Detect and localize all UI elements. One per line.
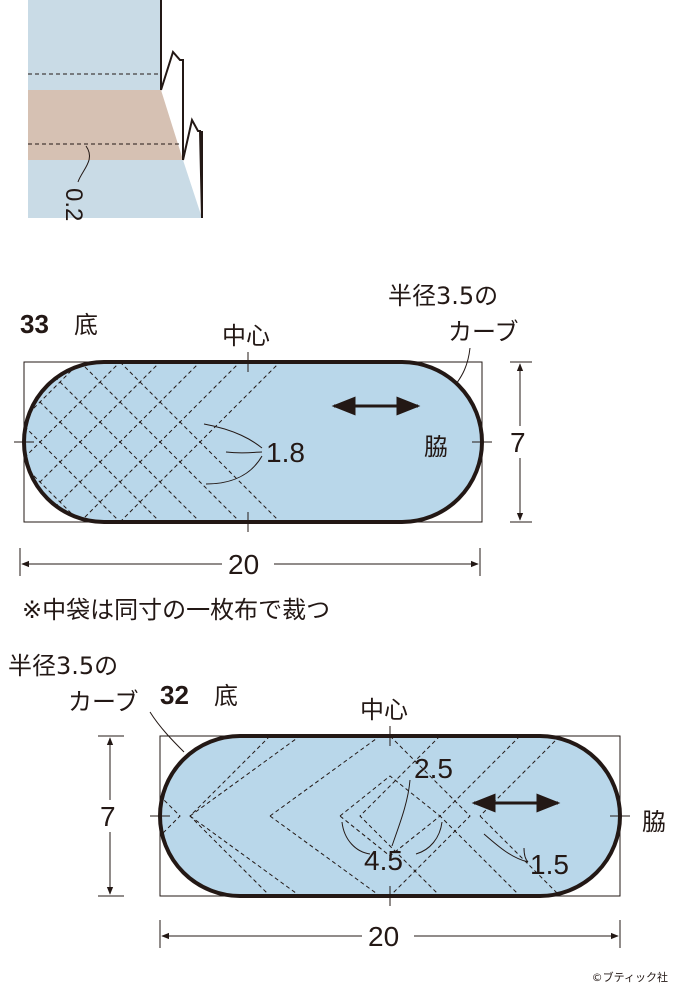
spacing-leader-32c (415, 821, 443, 855)
side-label-33: 脇 (424, 433, 448, 461)
fold-flap-lower (182, 117, 203, 219)
lining-note: ※中袋は同寸の一枚布で裁つ (22, 596, 330, 624)
height-label-32: 7 (100, 801, 116, 832)
quilt-spacing-label-33: 1.8 (266, 437, 305, 468)
radius-label-33-line1: 半径3.5の (388, 282, 498, 310)
width-label-33: 20 (228, 549, 259, 580)
diagram-33-title: 底 (74, 311, 98, 339)
spacing-label-32c: 1.5 (530, 849, 569, 880)
diagram-32: 半径3.5の カーブ 32 底 中 (8, 652, 666, 952)
radius-label-33-line2: カーブ (448, 318, 519, 346)
spacing-label-32b: 4.5 (364, 845, 403, 876)
radius-label-32-line1: 半径3.5の (8, 652, 118, 680)
seam-allowance-label: 0.2 (60, 188, 87, 221)
layered-fabric-detail: 0.2 (28, 0, 203, 221)
height-label-33: 7 (510, 427, 526, 458)
width-label-32: 20 (368, 921, 399, 952)
radius-label-32-line2: カーブ (68, 688, 139, 716)
copyright-notice: ©ブティック社 (591, 971, 668, 984)
spacing-leader-32d (483, 833, 529, 863)
spacing-leader-32a (391, 779, 411, 847)
bottom-shape-32 (160, 736, 620, 896)
seam-leader (77, 145, 91, 183)
radius-leader-32 (149, 711, 185, 753)
spacing-leader-32b (341, 821, 371, 855)
fabric-layer-top (28, 0, 161, 90)
center-label-32: 中心 (360, 696, 408, 724)
diagram-32-number: 32 (160, 680, 189, 710)
side-label-32: 脇 (642, 808, 666, 836)
fabric-layer-middle (28, 90, 183, 160)
spacing-label-32a: 2.5 (414, 753, 453, 784)
radius-leader-33 (455, 347, 471, 385)
spacing-leader-33b (205, 455, 263, 485)
diagram-33: 33 底 中心 半径3.5の カーブ (14, 282, 532, 580)
spacing-leader-33c (225, 451, 263, 454)
fabric-layer-bottom (28, 131, 202, 218)
spacing-leader-32e (523, 847, 529, 863)
diagram-32-title: 底 (214, 682, 238, 710)
center-label-33: 中心 (222, 322, 270, 350)
diagram-33-number: 33 (20, 309, 49, 339)
spacing-leader-33a (203, 423, 263, 449)
